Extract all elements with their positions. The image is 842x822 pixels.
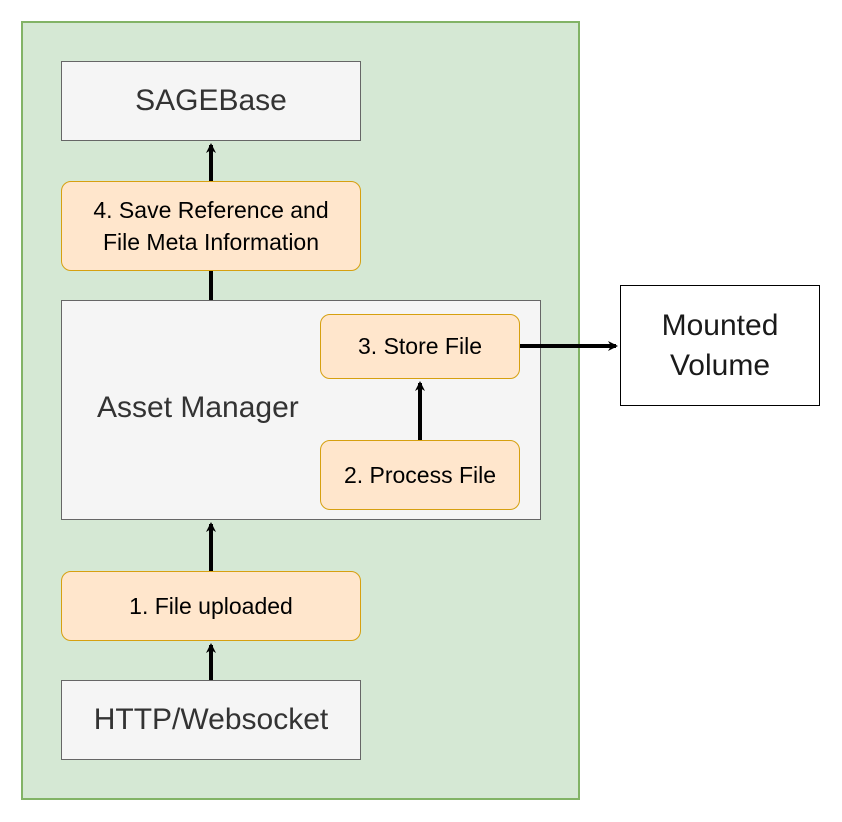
step-store-file-label: 3. Store File	[358, 333, 482, 359]
sagebase-label: SAGEBase	[135, 84, 287, 117]
step-file-uploaded: 1. File uploaded	[61, 571, 361, 641]
mounted-volume-label: Mounted Volume	[661, 308, 779, 382]
mounted-volume-node: Mounted Volume	[620, 285, 820, 406]
step-store-file: 3. Store File	[320, 314, 520, 379]
http-websocket-label: HTTP/Websocket	[93, 703, 329, 736]
http-websocket-node: HTTP/Websocket	[61, 680, 361, 760]
sagebase-node: SAGEBase	[61, 61, 361, 141]
step-save-reference: 4. Save Reference and File Meta Informat…	[61, 181, 361, 271]
step-save-reference-label: 4. Save Reference and File Meta Informat…	[93, 197, 329, 255]
asset-manager-label: Asset Manager	[97, 391, 299, 424]
step-file-uploaded-label: 1. File uploaded	[129, 592, 293, 619]
step-process-file: 2. Process File	[320, 440, 520, 510]
step-process-file-label: 2. Process File	[343, 461, 497, 488]
